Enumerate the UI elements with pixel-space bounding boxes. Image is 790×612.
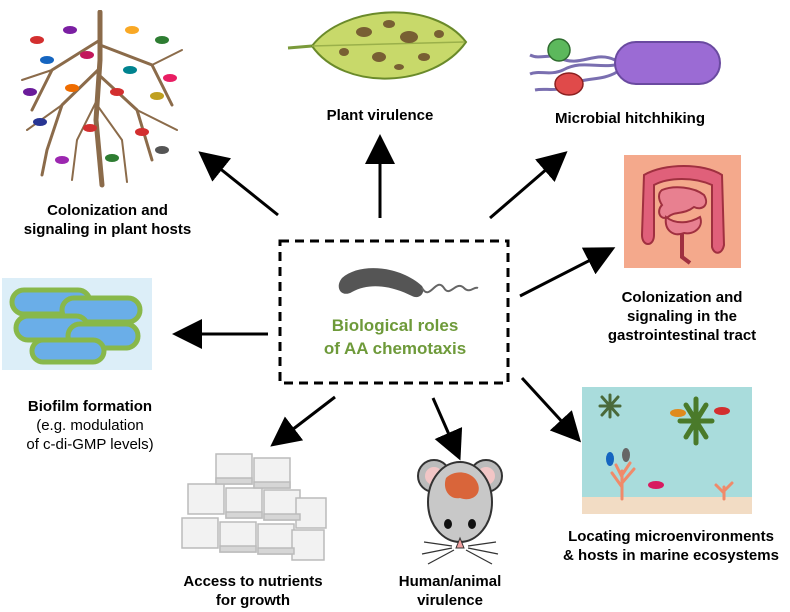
- label-biofilm-line1: Biofilm formation: [27, 398, 153, 415]
- arrow-to-animal-virulence: [431, 397, 463, 461]
- center-title-line2: of AA chemotaxis: [323, 339, 467, 358]
- label-gi-tract: Colonization and signaling in the gastro…: [582, 288, 782, 345]
- label-marine-line2: & hosts in marine ecosystems: [563, 547, 779, 564]
- label-hitchhiking-line1: Microbial hitchhiking: [554, 110, 705, 127]
- arrow-to-hitchhiking: [489, 151, 568, 220]
- sugar-cubes-icon: [181, 453, 327, 561]
- arrow-to-marine: [520, 376, 582, 443]
- label-plant-virulence-line1: Plant virulence: [326, 107, 434, 124]
- marine-scene-icon: [582, 393, 752, 514]
- label-animal-virulence: Human/animal virulence: [370, 572, 530, 610]
- label-biofilm-line2: (e.g. modulation: [36, 417, 144, 434]
- biofilm-cells-icon: [9, 287, 143, 365]
- label-marine-line1: Locating microenvironments: [568, 528, 774, 545]
- marine-panel: [582, 387, 752, 514]
- gut-panel: [624, 155, 741, 268]
- label-plant-hosts: Colonization and signaling in plant host…: [5, 201, 210, 239]
- biofilm-panel: [2, 278, 152, 370]
- label-nutrients: Access to nutrients for growth: [158, 572, 348, 610]
- bacterium-with-partners-icon: [529, 38, 721, 96]
- mouse-icon: [417, 459, 503, 565]
- bacterium-icon: [338, 268, 479, 298]
- plant-roots-icon: [21, 10, 183, 188]
- arrow-to-nutrients: [270, 395, 336, 447]
- center-title-line1: Biological roles: [331, 316, 459, 335]
- label-gi-tract-line3: gastrointestinal tract: [607, 327, 757, 344]
- label-animal-virulence-line1: Human/animal: [398, 573, 502, 590]
- center-box: [278, 239, 510, 385]
- arrow-to-plant-hosts: [198, 151, 279, 217]
- label-biofilm-line3: of c-di-GMP levels): [26, 436, 154, 453]
- label-plant-hosts-line1: Colonization and: [47, 202, 168, 219]
- label-plant-virulence: Plant virulence: [295, 106, 465, 125]
- label-nutrients-line2: for growth: [215, 592, 291, 609]
- label-plant-hosts-line2: signaling in plant hosts: [23, 221, 192, 238]
- label-biofilm: Biofilm formation (e.g. modulation of c-…: [0, 397, 180, 454]
- diseased-leaf-icon: [287, 11, 468, 80]
- arrow-to-gi-tract: [519, 247, 616, 298]
- label-hitchhiking: Microbial hitchhiking: [525, 109, 735, 128]
- label-marine: Locating microenvironments & hosts in ma…: [552, 527, 790, 565]
- center-title: Biological roles of AA chemotaxis: [282, 314, 508, 360]
- intestine-icon: [640, 165, 726, 265]
- label-animal-virulence-line2: virulence: [417, 592, 483, 609]
- label-gi-tract-line2: signaling in the: [626, 308, 737, 325]
- label-nutrients-line1: Access to nutrients: [183, 573, 323, 590]
- label-gi-tract-line1: Colonization and: [621, 289, 743, 306]
